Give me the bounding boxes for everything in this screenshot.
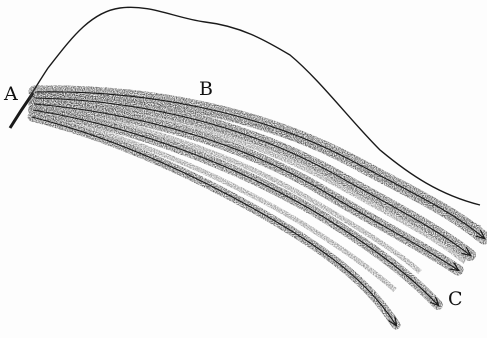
label-c: C [448, 288, 463, 310]
stippled-band-group [32, 92, 484, 325]
label-b: B [199, 78, 213, 100]
label-a: A [3, 83, 18, 105]
